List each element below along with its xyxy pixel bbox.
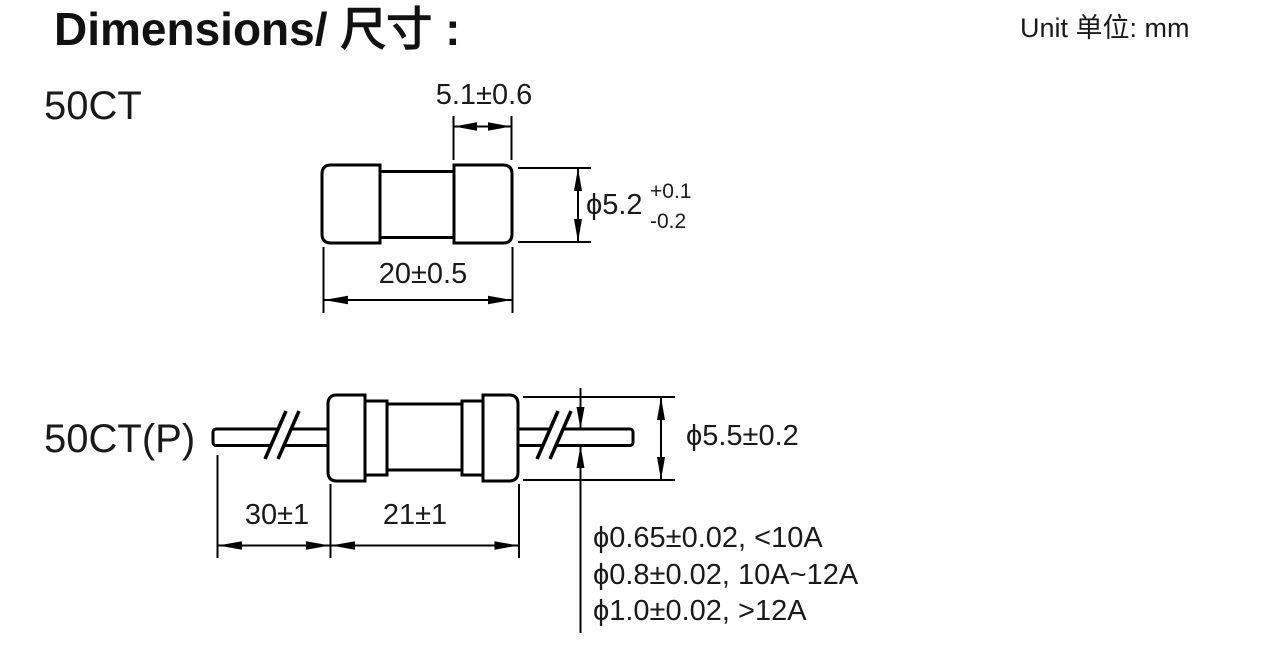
arrowhead [494,541,519,550]
arrowhead [324,295,348,305]
dim-body-length-50ctp: 21±1 [382,499,448,531]
fuse-end-cap-left [320,163,382,245]
arrowhead [574,219,582,242]
fuse-50ct-dimension-lines [322,116,591,313]
lead-diameter-note-3: ϕ1.0±0.02, >12A [593,595,807,627]
dim-body-length-50ct: 20±0.5 [378,258,468,290]
fuse-50ct-body [320,163,514,245]
variant-label-50ct: 50CT [44,84,142,128]
arrowhead [657,397,665,420]
arrowhead [454,122,477,131]
lead-diameter-note-2: ϕ0.8±0.02, 10A~12A [593,559,859,591]
arrowhead [488,295,512,305]
arrowhead [331,541,355,550]
arrowhead [576,446,585,468]
arrowhead [574,168,582,191]
fuse-50ctp-dimension-lines [216,388,675,633]
fuse-band-left [363,399,389,477]
fuse-50ctp-body [211,393,635,483]
lead-wire-right [515,427,635,447]
dim-diameter-tol-minus-50ct: -0.2 [650,210,687,233]
arrowhead [218,541,242,550]
arrowhead [657,457,665,480]
dim-diameter-tol-plus-50ct: +0.1 [650,180,692,203]
arrowhead [576,407,585,429]
variant-label-50ctp: 50CT(P) [44,417,196,461]
page-title: Dimensions/ 尺寸 : [54,3,461,55]
dim-cap-width-50ct: 5.1±0.6 [435,79,533,111]
break-mark-right [535,410,573,464]
dim-diameter-50ct: ϕ5.2 [586,189,643,221]
unit-label: Unit 单位: mm [1020,13,1190,43]
dim-diameter-50ctp: ϕ5.5±0.2 [686,420,799,452]
break-mark-left [263,410,301,464]
fuse-tube [385,402,464,472]
arrowhead [306,541,330,550]
fuse-band-right [460,399,485,477]
dim-lead-length-50ctp: 30±1 [244,499,310,531]
fuse-end-cap-right [452,163,514,245]
fuse-end-cap-right [481,393,520,483]
arrowhead [488,122,511,131]
lead-diameter-note-1: ϕ0.65±0.02, <10A [593,522,823,554]
fuse-end-cap-left [326,393,367,483]
